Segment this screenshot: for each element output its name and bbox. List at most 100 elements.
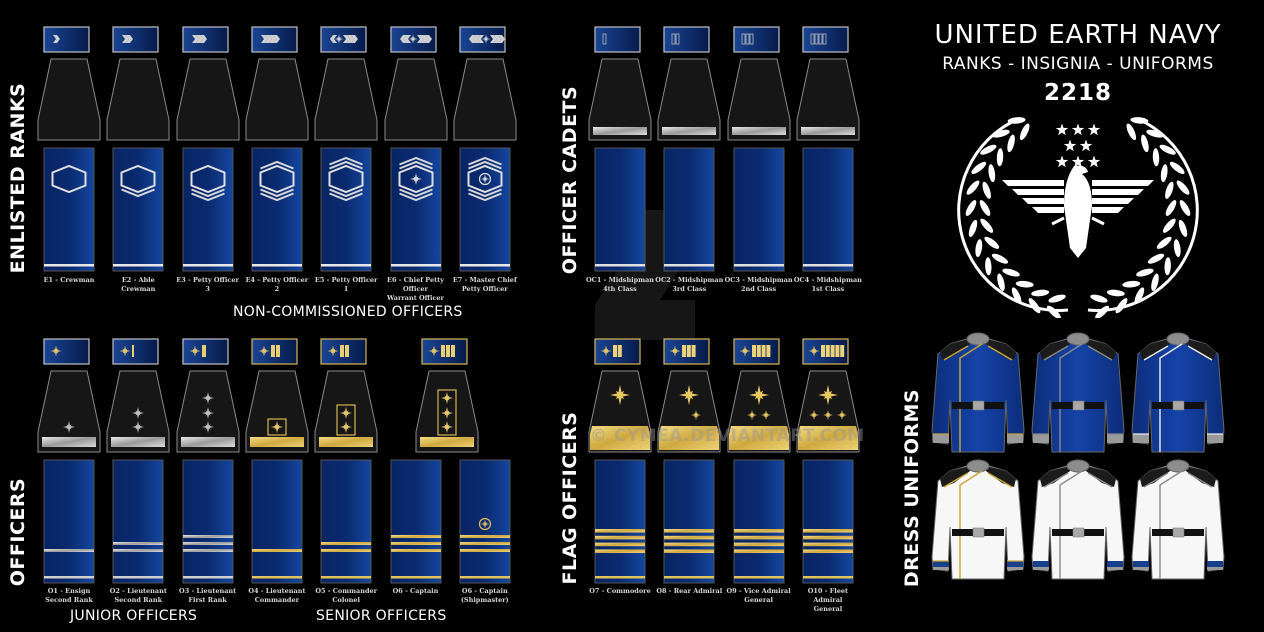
- rank-label: E1 - Crewman: [35, 276, 103, 285]
- rank-tab-flag: [732, 338, 780, 365]
- sleeve-flag: [594, 459, 646, 584]
- group-label-senior: SENIOR OFFICERS: [316, 608, 447, 624]
- board-bar: [319, 437, 374, 447]
- belt-buckle-icon: [1072, 400, 1085, 411]
- uniform-jacket: [1131, 332, 1225, 453]
- rank-label-line: O9 - Vice Admiral: [726, 587, 791, 595]
- board-bar: [731, 127, 786, 135]
- upper-chevron-icon: [398, 160, 433, 170]
- rank-label-line: E3 - Petty Officer 3: [176, 276, 239, 293]
- bar-icon: [822, 33, 827, 45]
- sleeve-stripe: [733, 529, 784, 533]
- rank-tab-officer: [251, 338, 298, 365]
- sleeve-enlisted: [459, 147, 511, 272]
- rank-label: E3 - Petty Officer 3: [174, 276, 242, 294]
- shoulder-trim: [1187, 345, 1213, 361]
- bar-icon: [756, 345, 761, 357]
- lower-chevron-icon: [190, 188, 225, 198]
- shoulder-board-officer: [245, 370, 309, 453]
- sleeve-cadet: [802, 147, 854, 272]
- sleeve-officer: [390, 459, 441, 584]
- front-placket: [1059, 343, 1083, 452]
- sleeve-stripe: [390, 549, 441, 552]
- bar-icon: [201, 345, 206, 357]
- laurel-leaf: [1090, 294, 1108, 303]
- cuff: [1133, 561, 1149, 567]
- jacket-body: [931, 464, 1025, 580]
- laurel-leaf: [1156, 236, 1172, 249]
- eagle-wing: [1022, 198, 1064, 204]
- eagle-wing: [1092, 198, 1134, 204]
- rank-label-line: (Shipmaster): [460, 596, 509, 604]
- sleeve-enlisted: [182, 147, 234, 272]
- chevron-icon: [403, 35, 411, 43]
- bar-icon: [830, 345, 835, 357]
- bar-icon: [671, 33, 676, 45]
- lower-chevron-icon: [121, 188, 156, 198]
- sleeve-stripe: [733, 549, 784, 553]
- chevron-icon: [468, 35, 476, 43]
- laurel-leaf: [980, 218, 994, 233]
- rank-label-line: Colonel: [332, 596, 361, 604]
- collar: [1066, 459, 1090, 473]
- sleeve-officer: [459, 459, 511, 584]
- laurel-leaf: [1015, 280, 1034, 288]
- shoulder-board-flag: [588, 370, 652, 453]
- sleeve-stripe: [182, 535, 233, 538]
- laurel-leaf: [979, 200, 991, 216]
- laurel-leaf: [1176, 180, 1190, 195]
- star-icon: [1071, 155, 1085, 168]
- sleeve-stripe: [595, 535, 645, 540]
- jacket-body: [1131, 337, 1225, 453]
- collar: [1166, 332, 1190, 346]
- bar-icon: [825, 345, 830, 357]
- section-label-uniforms: DRESS UNIFORMS: [901, 388, 923, 588]
- shoulder-board-enlisted: [314, 58, 378, 141]
- sleeve-officer: [320, 459, 372, 584]
- rank-label-line: OC1 - Midshipman: [586, 276, 655, 284]
- lower-chevron-icon: [329, 192, 364, 202]
- star-icon: [1079, 139, 1093, 152]
- cuff-edge: [1033, 567, 1049, 570]
- sleeve-enlisted: [43, 147, 95, 272]
- jacket-body: [1131, 464, 1225, 580]
- sleeve-stripe: [802, 529, 853, 533]
- rank-label-line: O5 - Commander: [315, 587, 378, 595]
- sleeve-stripe: [113, 549, 164, 552]
- shoulder-trim: [1143, 345, 1169, 361]
- left-shoulder: [1140, 466, 1170, 487]
- laurel-leaf: [1115, 298, 1128, 314]
- group-label-junior: JUNIOR OFFICERS: [70, 608, 198, 624]
- sleeve-stripe: [664, 542, 715, 547]
- lower-chevron-icon: [398, 188, 433, 198]
- sleeve-stripe: [182, 549, 233, 552]
- laurel-leaf: [985, 257, 992, 276]
- section-label-enlisted: ENLISTED RANKS: [7, 82, 29, 274]
- uniform-jacket: [1131, 459, 1225, 580]
- bar-icon: [445, 345, 450, 357]
- sleeve-stripe: [390, 535, 441, 538]
- hexagon-insignia-icon: [190, 164, 226, 194]
- rank-tab-enlisted: [389, 26, 437, 53]
- laurel-leaf: [965, 200, 977, 216]
- lower-chevron-icon: [467, 188, 502, 198]
- eagle-wing: [1002, 180, 1064, 186]
- laurel-leaf: [1106, 289, 1125, 297]
- rank-label-line: E6 - Chief Petty Officer: [387, 276, 444, 293]
- jacket-body: [1031, 337, 1125, 453]
- sleeve-stripe: [321, 542, 372, 545]
- chevron-icon: [420, 35, 428, 43]
- cuff-edge: [1107, 567, 1123, 570]
- title-year: 2218: [1043, 80, 1112, 106]
- shoulder-trim: [1087, 472, 1113, 488]
- cuff: [1133, 434, 1149, 440]
- collar: [1066, 332, 1090, 346]
- cuff-edge: [933, 567, 949, 570]
- laurel-leaf: [1126, 123, 1137, 141]
- rank-label-line: First Rank: [188, 596, 227, 604]
- left-shoulder: [940, 466, 970, 487]
- emblem-icon: [478, 517, 491, 531]
